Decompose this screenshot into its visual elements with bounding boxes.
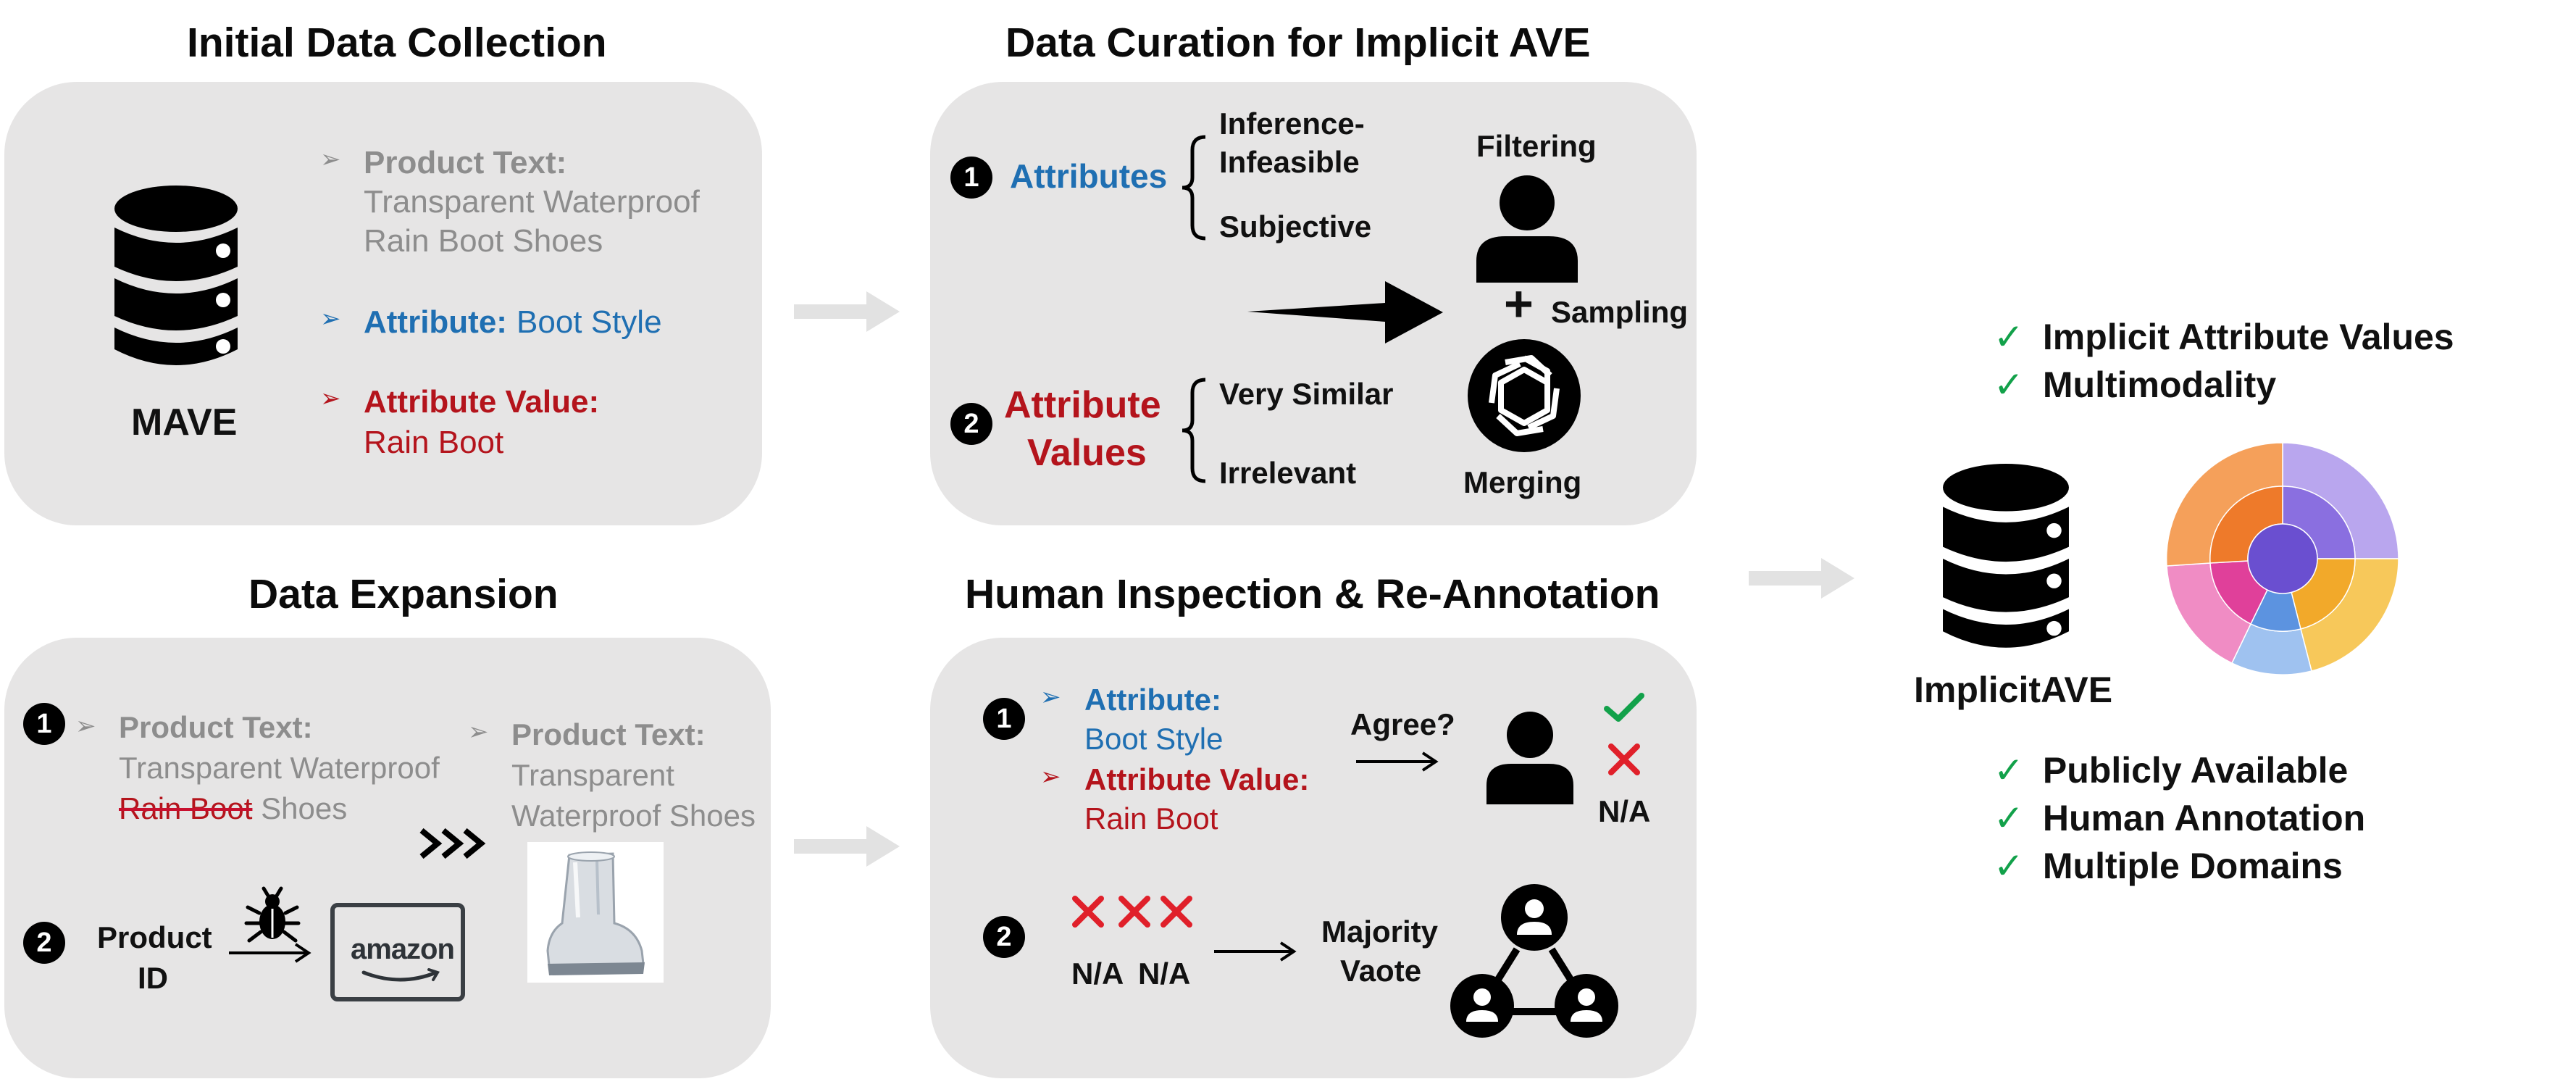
cross-icon xyxy=(1072,896,1104,928)
merging-label: Merging xyxy=(1463,465,1582,499)
feature-check: ✓Multimodality xyxy=(1994,364,2277,405)
attr-value-value: Rain Boot xyxy=(1084,801,1218,836)
sunburst-chart-icon xyxy=(2165,442,2399,675)
infeasible-line1: Inference- xyxy=(1219,107,1365,141)
database-icon xyxy=(1943,464,2069,648)
arrowhead-icon: ➢ xyxy=(1040,763,1061,791)
amazon-text: amazon xyxy=(351,933,455,965)
agree-label: Agree? xyxy=(1350,707,1455,741)
check-icon xyxy=(1604,693,1644,722)
flow-arrow-icon xyxy=(794,826,900,867)
na-label: N/A xyxy=(1071,957,1124,991)
arrow-icon xyxy=(1247,281,1443,343)
attributes-label: Attributes xyxy=(1010,157,1168,195)
arrow-icon xyxy=(1214,941,1297,962)
attribute-value: Boot Style xyxy=(1084,722,1224,756)
new-product-text-label: Product Text: xyxy=(511,717,706,751)
step-number: 1 xyxy=(23,703,65,745)
product-text-line2: Rain Boot Shoes xyxy=(119,790,347,828)
arrowhead-icon: ➢ xyxy=(320,305,341,333)
initial-title: Initial Data Collection xyxy=(187,20,607,66)
cross-icon xyxy=(1161,896,1192,928)
bug-icon xyxy=(244,886,301,943)
step-number: 1 xyxy=(950,157,992,199)
flow-arrow-icon xyxy=(1749,558,1854,599)
step-number: 2 xyxy=(983,916,1025,958)
step-number: 2 xyxy=(950,403,992,445)
step-number: 1 xyxy=(983,698,1025,740)
product-text-label: Product Text: xyxy=(364,145,567,180)
attribute-label: Attribute: xyxy=(1084,683,1221,717)
arrowhead-icon: ➢ xyxy=(75,712,96,740)
sampling-label: Sampling xyxy=(1551,295,1689,329)
product-text-label: Product Text: xyxy=(119,710,313,744)
expansion-title: Data Expansion xyxy=(248,571,559,617)
openai-logo-icon xyxy=(1468,339,1581,452)
arrowhead-icon: ➢ xyxy=(320,385,341,412)
amazon-logo: amazon xyxy=(330,903,465,1001)
feature-check: ✓Multiple Domains xyxy=(1994,846,2343,886)
attr-value-label: Attribute Value: xyxy=(1084,762,1310,796)
attribute-values-line1: Attribute xyxy=(1004,384,1161,426)
attribute-value: Boot Style xyxy=(517,304,662,340)
cross-icon xyxy=(1608,743,1640,775)
filtering-label: Filtering xyxy=(1476,129,1597,163)
product-id-line2: ID xyxy=(138,961,168,995)
brace-icon xyxy=(1182,378,1206,483)
attr-value-value: Rain Boot xyxy=(364,425,504,460)
irrelevant-label: Irrelevant xyxy=(1219,456,1357,490)
plus-sign: + xyxy=(1504,275,1534,332)
attribute-label: Attribute: xyxy=(364,304,507,340)
shoes-text: Shoes xyxy=(252,791,348,825)
curation-panel xyxy=(930,82,1697,525)
majority-line1: Majority xyxy=(1321,915,1439,949)
curation-title: Data Curation for Implicit AVE xyxy=(1005,20,1591,66)
majority-line2: Vaote xyxy=(1340,954,1422,988)
mave-label: MAVE xyxy=(131,401,238,443)
inspection-title: Human Inspection & Re-Annotation xyxy=(965,571,1660,617)
struck-text: Rain Boot xyxy=(119,791,253,825)
product-text-line1: Transparent Waterproof xyxy=(364,184,700,220)
implicitave-label: ImplicitAVE xyxy=(1914,670,2113,710)
amazon-smile-icon xyxy=(361,968,440,982)
person-icon xyxy=(1486,712,1573,804)
brace-icon xyxy=(1182,135,1206,241)
product-text-line2: Rain Boot Shoes xyxy=(364,223,603,259)
flow-arrow-icon xyxy=(794,291,900,332)
arrow-icon xyxy=(1356,751,1439,772)
product-id-line1: Product xyxy=(97,920,212,954)
new-product-text-line1: Transparent xyxy=(511,758,674,792)
database-icon xyxy=(114,186,238,365)
cross-icon xyxy=(1118,896,1150,928)
subjective-label: Subjective xyxy=(1219,209,1372,243)
arrow-icon xyxy=(229,943,311,963)
step-number: 2 xyxy=(23,922,65,964)
new-product-text-line2: Waterproof Shoes xyxy=(511,799,756,833)
na-label: N/A xyxy=(1598,794,1651,828)
feature-check: ✓Implicit Attribute Values xyxy=(1994,317,2454,357)
attribute-values-line2: Values xyxy=(1027,432,1147,474)
boot-image xyxy=(527,842,664,983)
chevrons-icon xyxy=(419,828,486,859)
feature-check: ✓Publicly Available xyxy=(1994,750,2349,791)
attr-value-label: Attribute Value: xyxy=(364,384,600,420)
arrowhead-icon: ➢ xyxy=(1040,683,1061,711)
product-text-line1: Transparent Waterproof xyxy=(119,751,440,785)
feature-check: ✓Human Annotation xyxy=(1994,798,2366,838)
arrowhead-icon: ➢ xyxy=(468,718,489,746)
very-similar-label: Very Similar xyxy=(1219,377,1394,411)
infeasible-line2: Infeasible xyxy=(1219,145,1360,179)
arrowhead-icon: ➢ xyxy=(320,146,341,173)
person-icon xyxy=(1476,175,1578,283)
group-icon xyxy=(1450,884,1618,1038)
na-label: N/A xyxy=(1138,957,1191,991)
